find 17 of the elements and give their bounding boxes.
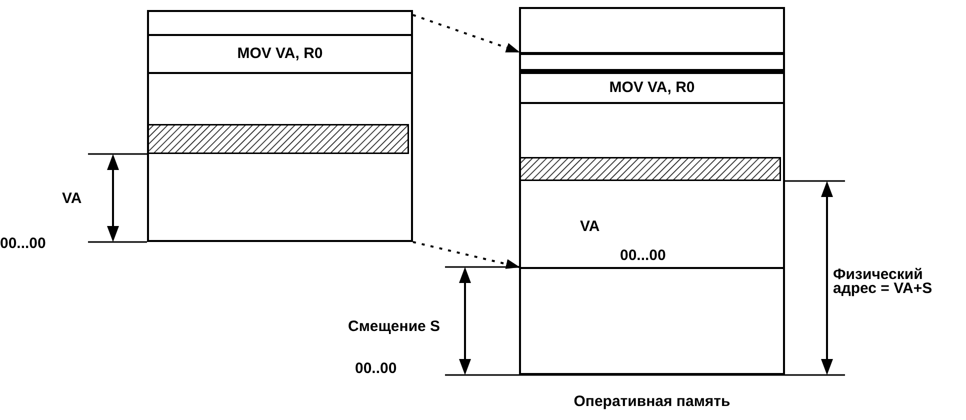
memory-block bbox=[147, 10, 413, 242]
memory-cell bbox=[519, 72, 785, 104]
dimension-label: 00...00 bbox=[0, 234, 47, 254]
instruction-text: MOV VA, R0 bbox=[609, 78, 695, 98]
dimension-label: Смещение S bbox=[348, 317, 442, 337]
caption-text: Оперативная память bbox=[572, 392, 732, 412]
dotted-arrow bbox=[412, 14, 520, 53]
instruction-text: MOV VA, R0 bbox=[237, 44, 323, 64]
hatched-band bbox=[519, 157, 781, 181]
dimension-label: VA bbox=[62, 189, 83, 209]
dimension-label: 00..00 bbox=[355, 359, 398, 379]
dotted-arrow bbox=[412, 241, 520, 269]
dimension-label: Физический адрес = VA+S bbox=[833, 268, 934, 296]
dimension-label: 00...00 bbox=[620, 246, 667, 266]
hatched-band bbox=[147, 124, 409, 154]
memory-cell bbox=[147, 34, 413, 74]
dimension-label: VA bbox=[580, 217, 601, 237]
